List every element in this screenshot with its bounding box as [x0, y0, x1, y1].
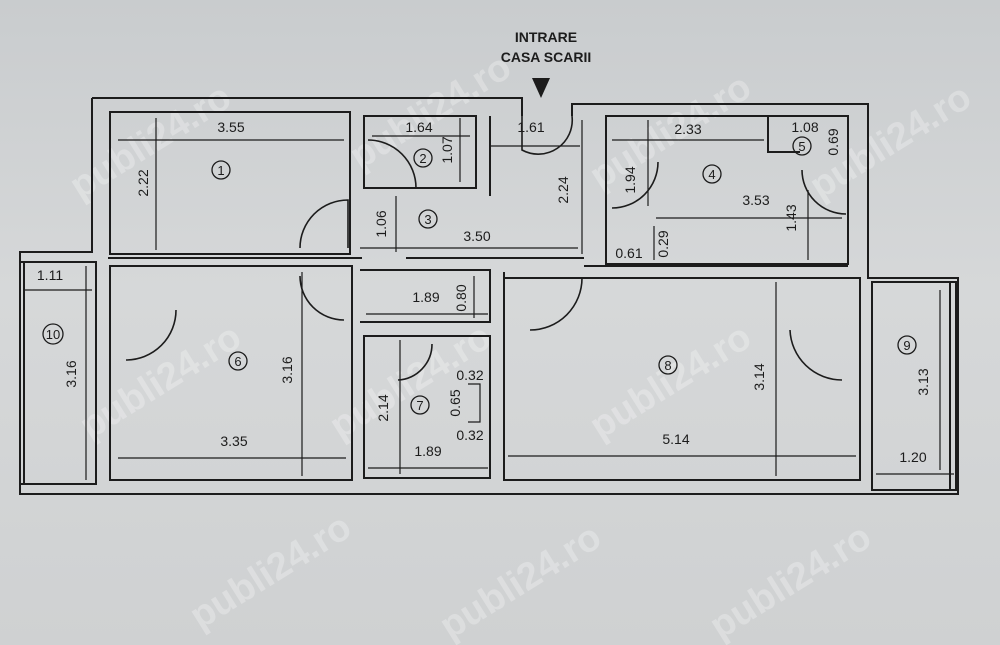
dim-r7-width: 1.89	[414, 443, 441, 459]
doors	[125, 115, 847, 381]
room-markers: 1 2 3 4 5 6 7 8 9 10	[42, 136, 917, 415]
dim-r10-width: 1.11	[37, 267, 63, 283]
dim-r1-height: 2.22	[135, 169, 151, 196]
watermark-text: publi24.ro	[583, 316, 759, 448]
dim-r4-inner: 3.53	[742, 192, 769, 208]
dim-r1-width: 3.55	[217, 119, 244, 135]
entrance-label-line2: CASA SCARII	[501, 49, 592, 65]
dim-hall-width: 1.89	[412, 289, 439, 305]
dim-r5-width: 1.08	[791, 119, 818, 135]
dim-r7-c: 0.32	[456, 427, 483, 443]
dim-r9-width: 1.20	[899, 449, 926, 465]
room-marker-7: 7	[410, 395, 430, 415]
dim-hall-height: 0.80	[453, 284, 469, 311]
dim-r7-height: 2.14	[375, 394, 391, 421]
walls	[19, 97, 959, 495]
dim-r7-a: 0.32	[456, 367, 483, 383]
room-marker-10: 10	[42, 323, 64, 345]
room-marker-9: 9	[897, 335, 917, 355]
dim-r2-height: 1.07	[439, 136, 455, 163]
room-marker-1: 1	[211, 160, 231, 180]
dim-r7-b: 0.65	[447, 389, 463, 416]
room-marker-4: 4	[702, 164, 722, 184]
svg-text:2: 2	[419, 151, 426, 166]
room-marker-8: 8	[658, 355, 678, 375]
dim-r4-height: 1.94	[622, 166, 638, 193]
svg-text:3: 3	[424, 212, 431, 227]
dim-entry-width: 1.61	[517, 119, 544, 135]
svg-text:4: 4	[708, 167, 715, 182]
entrance-arrow-icon	[532, 78, 550, 98]
room-marker-2: 2	[413, 148, 433, 168]
dim-r8-width: 5.14	[662, 431, 689, 447]
room-marker-5: 5	[792, 136, 812, 156]
dim-r4-small2: 0.61	[615, 245, 642, 261]
dim-r6-width: 3.35	[220, 433, 247, 449]
dim-r3-right: 2.24	[555, 176, 571, 203]
svg-text:5: 5	[798, 139, 805, 154]
svg-text:9: 9	[903, 338, 910, 353]
watermark-text: publi24.ro	[73, 316, 249, 448]
dim-r10-height: 3.16	[63, 360, 79, 387]
watermark-text: publi24.ro	[183, 506, 359, 638]
watermark-layer: publi24.ro publi24.ro publi24.ro publi24…	[63, 46, 979, 645]
svg-text:7: 7	[416, 398, 423, 413]
svg-text:8: 8	[664, 358, 671, 373]
entrance-label-line1: INTRARE	[515, 29, 577, 45]
dim-r3-width: 3.50	[463, 228, 490, 244]
dimension-labels: 3.55 2.22 1.64 1.07 1.61 2.24 1.06 3.50 …	[37, 119, 931, 465]
dim-r4-small: 0.29	[655, 230, 671, 257]
room-marker-3: 3	[418, 209, 438, 229]
dim-r4-right: 1.43	[783, 204, 799, 231]
dim-r6-height: 3.16	[279, 356, 295, 383]
watermark-text: publi24.ro	[583, 66, 759, 198]
dim-r5-height: 0.69	[825, 128, 841, 155]
watermark-text: publi24.ro	[433, 516, 609, 645]
dim-r2-width: 1.64	[405, 119, 432, 135]
svg-text:6: 6	[234, 354, 241, 369]
dim-r8-height: 3.14	[751, 363, 767, 390]
svg-text:1: 1	[217, 163, 224, 178]
dim-r4-width: 2.33	[674, 121, 701, 137]
dimension-lines	[24, 118, 954, 480]
watermark-text: publi24.ro	[703, 516, 879, 645]
room-marker-6: 6	[228, 351, 248, 371]
dim-r3-height: 1.06	[373, 210, 389, 237]
watermark-text: publi24.ro	[343, 46, 519, 178]
dim-r9-height: 3.13	[915, 368, 931, 395]
svg-text:10: 10	[46, 327, 60, 342]
